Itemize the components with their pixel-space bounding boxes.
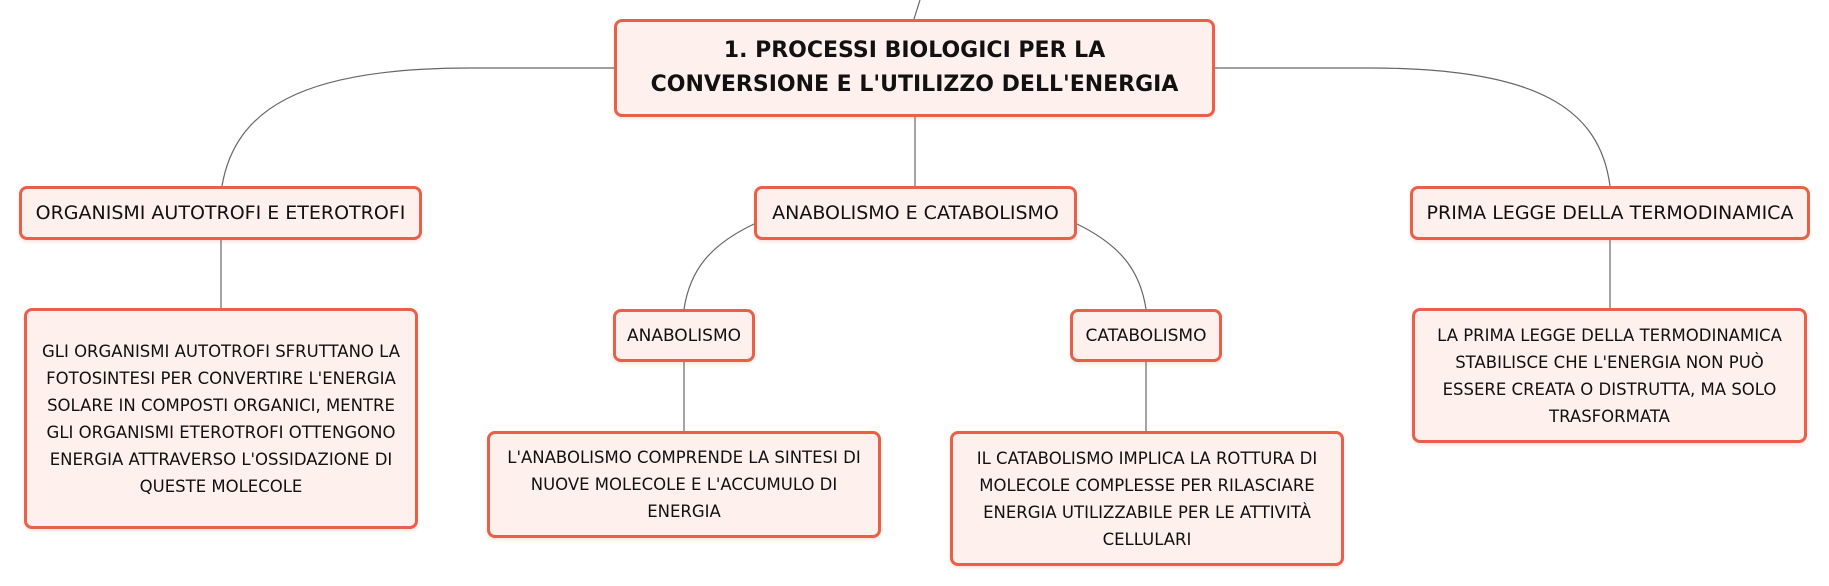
detail-catabolismo[interactable]: IL CATABOLISMO IMPLICA LA ROTTURA DI MOL… [950, 431, 1344, 566]
detail-text: IL CATABOLISMO IMPLICA LA ROTTURA DI MOL… [976, 448, 1318, 549]
detail-anabolismo[interactable]: L'ANABOLISMO COMPRENDE LA SINTESI DI NUO… [487, 431, 881, 538]
detail-text: L'ANABOLISMO COMPRENDE LA SINTESI DI NUO… [507, 448, 861, 521]
root-topic-label: 1. PROCESSI BIOLOGICI PER LA CONVERSIONE… [650, 38, 1179, 97]
detail-autotrofi-eterotrofi[interactable]: GLI ORGANISMI AUTOTROFI SFRUTTANO LA FOT… [24, 308, 418, 529]
detail-prima-legge[interactable]: LA PRIMA LEGGE DELLA TERMODINAMICA STABI… [1412, 308, 1807, 443]
root-topic-node[interactable]: 1. PROCESSI BIOLOGICI PER LA CONVERSIONE… [614, 19, 1215, 117]
subtopic-label: ANABOLISMO [626, 325, 742, 346]
topic-label: ANABOLISMO E CATABOLISMO [772, 202, 1059, 224]
connector-metabolismo-catabolismo [1076, 223, 1147, 310]
detail-text: GLI ORGANISMI AUTOTROFI SFRUTTANO LA FOT… [41, 341, 401, 496]
topic-organismi-autotrofi-eterotrofi[interactable]: ORGANISMI AUTOTROFI E ETEROTROFI [19, 186, 422, 240]
subtopic-catabolismo[interactable]: CATABOLISMO [1070, 309, 1222, 362]
connector-root-autotrofi [221, 67, 614, 187]
topic-label: PRIMA LEGGE DELLA TERMODINAMICA [1426, 202, 1794, 224]
topic-prima-legge-termodinamica[interactable]: PRIMA LEGGE DELLA TERMODINAMICA [1410, 186, 1810, 240]
subtopic-anabolismo[interactable]: ANABOLISMO [613, 309, 755, 362]
topic-label: ORGANISMI AUTOTROFI E ETEROTROFI [35, 202, 406, 224]
detail-text: LA PRIMA LEGGE DELLA TERMODINAMICA STABI… [1437, 325, 1782, 426]
topic-anabolismo-catabolismo[interactable]: ANABOLISMO E CATABOLISMO [754, 186, 1077, 240]
connector-metabolismo-anabolismo [683, 223, 755, 310]
connector-parent-root [913, 0, 921, 20]
subtopic-label: CATABOLISMO [1085, 325, 1207, 346]
connector-root-termodinamica [1215, 67, 1611, 187]
